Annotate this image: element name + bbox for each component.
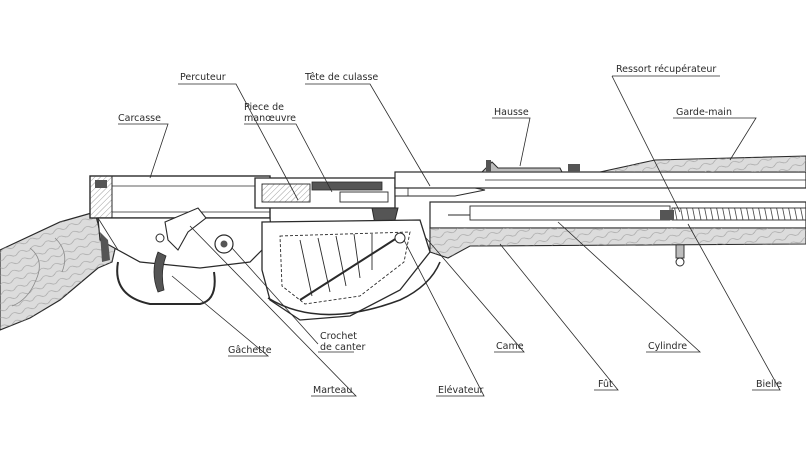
label-garde-main: Garde-main: [676, 107, 732, 118]
stock: [0, 211, 119, 331]
label-bielle: Bielle: [756, 379, 783, 390]
label-gachette: Gâchette: [228, 345, 272, 356]
barrel: [394, 160, 806, 189]
label-crochet-de-canter-line2: de canter: [320, 342, 366, 353]
trigger-group: [100, 207, 234, 305]
label-cylindre: Cylindre: [648, 341, 688, 352]
label-piece-de-manoeuvre-line2: manœuvre: [244, 113, 296, 124]
label-hausse: Hausse: [494, 107, 529, 118]
label-percuteur: Percuteur: [180, 72, 226, 83]
magazine: [261, 219, 441, 321]
label-carcasse: Carcasse: [118, 113, 161, 124]
label-elevateur: Elévateur: [438, 385, 484, 396]
label-ressort-recuperateur: Ressort récupérateur: [616, 64, 717, 75]
label-marteau: Marteau: [313, 385, 353, 396]
label-fut: Fût: [598, 379, 613, 390]
gas-cylinder: [429, 201, 806, 267]
label-piece-de-manoeuvre: Piece de manœuvre: [244, 102, 296, 124]
label-came: Came: [496, 341, 524, 352]
forestock: [429, 227, 806, 259]
label-crochet-de-canter-line1: Crochet: [320, 331, 357, 342]
leader-lines: [118, 75, 781, 397]
label-piece-de-manoeuvre-line1: Piece de: [244, 102, 284, 113]
handguard: [599, 155, 806, 173]
label-crochet-de-canter: Crochet de canter: [320, 331, 365, 353]
receiver: [89, 175, 273, 269]
label-tete-de-culasse: Tête de culasse: [305, 72, 379, 83]
